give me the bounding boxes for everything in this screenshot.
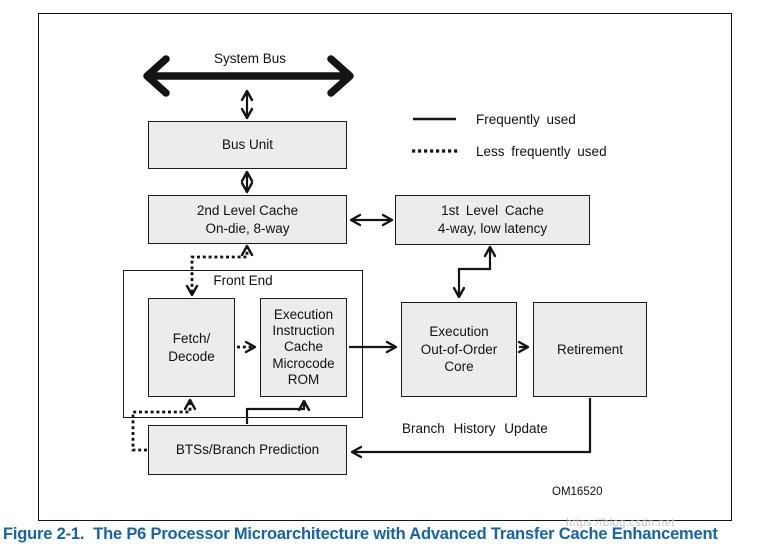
l1-cache-line1: 1st Level Cache [441,203,544,219]
l2-cache-line2: On-die, 8-way [205,220,290,236]
figure-ref-code: OM16520 [552,486,603,498]
exec-core-line1: Execution [429,324,489,340]
retirement-label: Retirement [556,341,624,357]
exec-icache-line5: ROM [287,371,320,387]
bus-unit-box: Bus Unit [148,121,347,169]
fetch-decode-box: Fetch/ Decode [148,298,235,397]
branch-history-update-label: Branch History Update [402,421,548,436]
exec-core-box: Execution Out-of-Order Core [401,302,517,397]
bus-unit-label: Bus Unit [221,137,274,153]
exec-icache-line3: Cache [283,339,324,355]
diagram-frame [38,13,732,521]
figure-title: The P6 Processor Microarchitecture with … [93,525,718,543]
l1-cache-box: 1st Level Cache 4-way, low latency [395,195,590,245]
legend-dotted-label: Less frequently used [476,144,607,159]
fetch-decode-line1: Fetch/ [172,330,211,346]
exec-icache-line2: Instruction [272,323,335,339]
figure-caption: Figure 2-1. The P6 Processor Microarchite… [3,525,718,544]
bts-label: BTSs/Branch Prediction [175,442,320,458]
bts-branch-prediction-box: BTSs/Branch Prediction [148,425,347,475]
exec-icache-line1: Execution [273,307,334,323]
l1-cache-line2: 4-way, low latency [437,221,548,236]
legend-solid-label: Frequently used [476,112,576,127]
exec-core-line3: Core [444,359,474,375]
front-end-label: Front End [213,273,273,288]
exec-core-line2: Out-of-Order [420,341,498,357]
exec-icache-line4: Microcode [272,355,335,371]
fetch-decode-line2: Decode [168,348,215,364]
front-end-container: Front End [123,270,363,418]
l2-cache-box: 2nd Level Cache On-die, 8-way [148,195,347,244]
retirement-box: Retirement [533,302,647,397]
l2-cache-line1: 2nd Level Cache [196,202,299,218]
watermark-text: https://blog.csdn.net [566,517,675,529]
figure-number: Figure 2-1. [3,525,85,543]
system-bus-label: System Bus [213,51,287,66]
exec-icache-box: Execution Instruction Cache Microcode RO… [260,298,347,397]
